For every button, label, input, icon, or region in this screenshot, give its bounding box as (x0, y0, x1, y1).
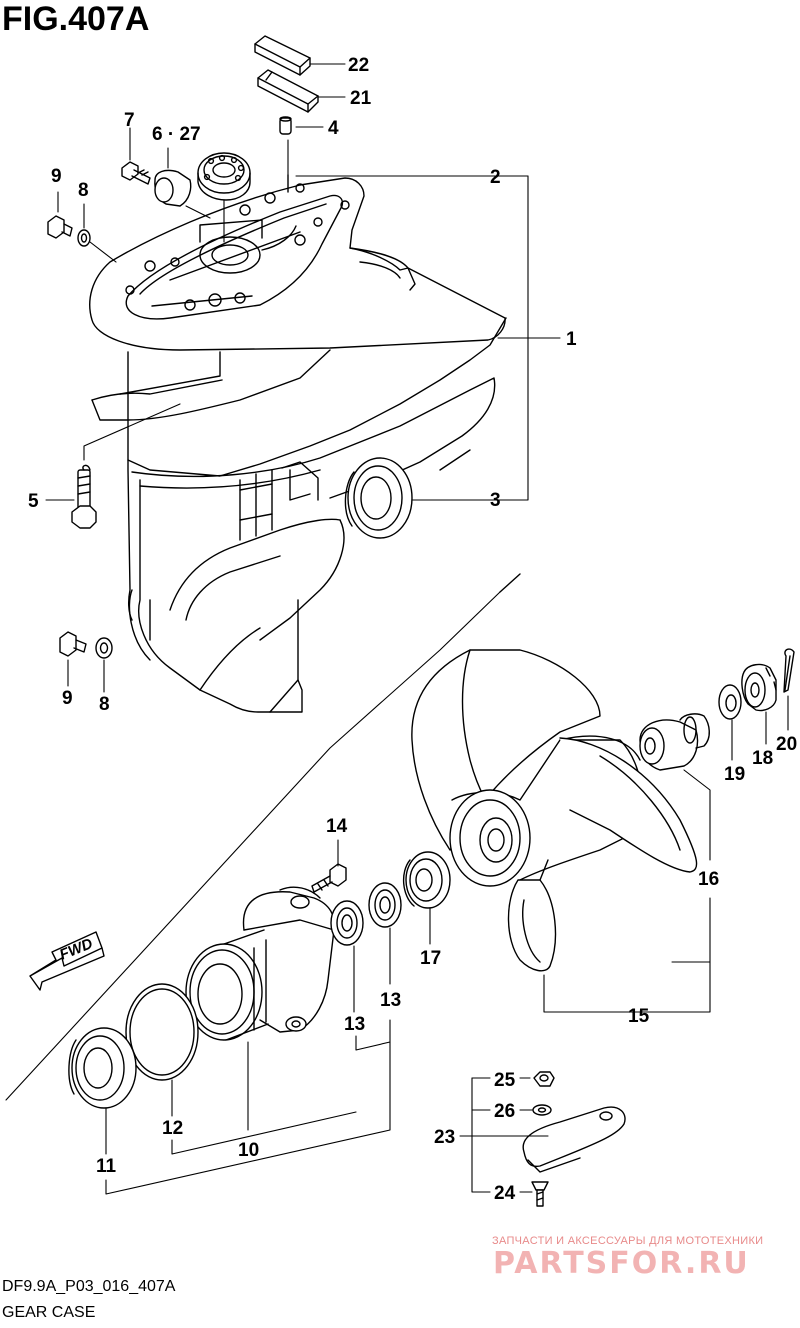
callout-13-right: 13 (380, 990, 401, 1011)
gear-case-housing (89, 177, 507, 713)
callout-19: 19 (724, 764, 745, 785)
part-13-bearing-b (368, 882, 402, 928)
part-16-bushing (639, 713, 710, 771)
callout-15: 15 (628, 1006, 650, 1027)
part-25-nut (533, 1071, 555, 1087)
callout-8-upper: 8 (78, 180, 89, 201)
part-20-cotter-pin (783, 648, 795, 693)
fwd-arrow-icon: FWD (29, 931, 105, 991)
callout-10: 10 (238, 1140, 259, 1161)
part-11-oil-seal (68, 1027, 137, 1109)
part-13-bearing-a (330, 900, 364, 946)
callout-9-lower: 9 (62, 688, 73, 709)
callout-5: 5 (28, 491, 39, 512)
callout-2: 2 (490, 167, 501, 188)
part-7-bolt (121, 161, 151, 185)
part-22-plate (254, 35, 311, 76)
callout-3: 3 (490, 490, 501, 511)
part-6-mount (154, 169, 192, 207)
callout-25: 25 (494, 1070, 516, 1091)
part-15-propeller (411, 649, 698, 972)
callout-14: 14 (326, 816, 348, 837)
part-23-anode (522, 1106, 626, 1173)
watermark-tagline: ЗАПЧАСТИ И АКСЕССУАРЫ ДЛЯ МОТОТЕХНИКИ (492, 1235, 764, 1247)
callout-12: 12 (162, 1118, 183, 1139)
figure-name: GEAR CASE (2, 1304, 96, 1321)
callout-24: 24 (494, 1183, 516, 1204)
callout-20: 20 (776, 734, 797, 755)
callout-4: 4 (328, 118, 339, 139)
callout-6-27: 6 · 27 (152, 124, 201, 145)
part-8-washer-lower (95, 637, 113, 659)
part-9-screw-lower (59, 631, 87, 657)
callout-13-left: 13 (344, 1014, 365, 1035)
part-18-castle-nut (741, 663, 777, 712)
callout-11: 11 (96, 1156, 117, 1177)
part-14-bolt (311, 863, 347, 893)
callout-16: 16 (698, 869, 719, 890)
callout-23: 23 (434, 1127, 455, 1148)
part-17-oil-seal (403, 851, 451, 909)
figure-code: DF9.9A_P03_016_407A (2, 1278, 176, 1295)
part-19-washer (718, 684, 742, 720)
callout-8-lower: 8 (99, 694, 110, 715)
part-3-oil-seal (344, 457, 413, 539)
part-10-shaft-housing (185, 886, 336, 1041)
watermark-logo: PARTSFOR.RU (493, 1246, 750, 1281)
part-9-screw-upper (47, 215, 73, 239)
part-5-bolt (71, 464, 97, 529)
callout-1: 1 (566, 329, 577, 350)
part-24-bolt (531, 1181, 549, 1207)
part-2-bearing (197, 152, 251, 201)
part-21-plate (257, 69, 319, 113)
part-8-washer-upper (77, 229, 91, 247)
figure-title: FIG.407A (2, 0, 150, 38)
callout-18: 18 (752, 748, 773, 769)
callout-21: 21 (350, 88, 372, 109)
callout-22: 22 (348, 55, 369, 76)
part-12-o-ring (125, 983, 199, 1081)
callout-17: 17 (420, 948, 441, 969)
callout-9-upper: 9 (51, 166, 62, 187)
callout-7: 7 (124, 110, 135, 131)
callout-26: 26 (494, 1101, 515, 1122)
part-26-washer (532, 1104, 552, 1116)
part-4-dowel-pin (279, 116, 292, 135)
